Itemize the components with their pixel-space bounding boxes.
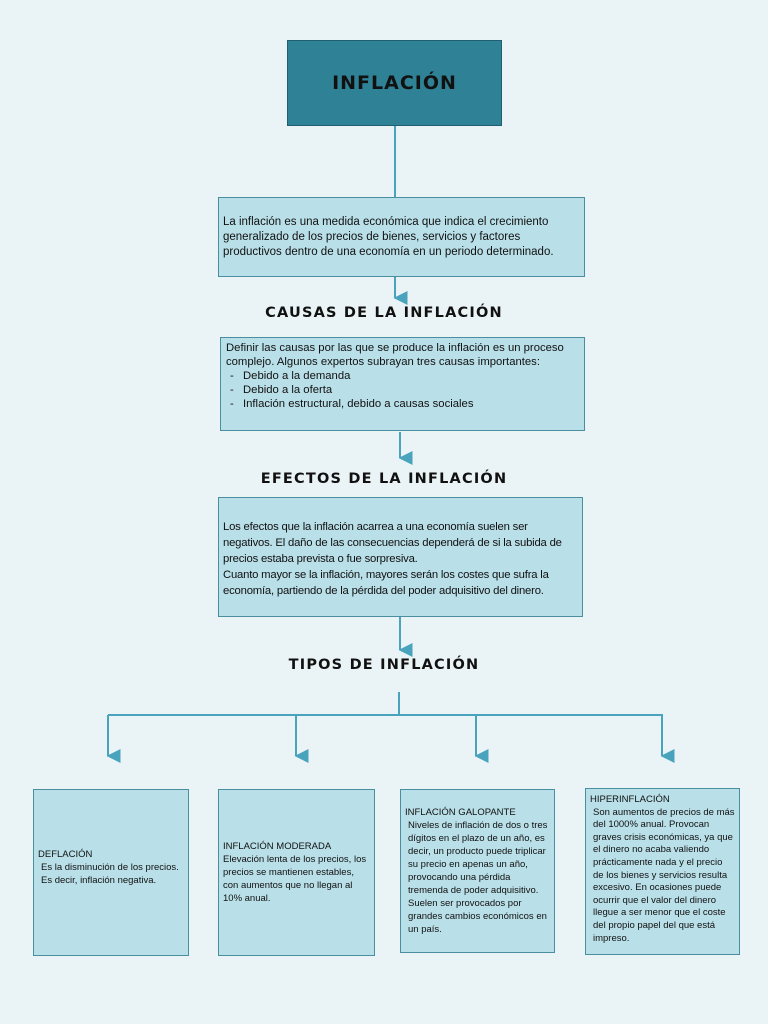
type-box-deflacion: DEFLACIÓN Es la disminución de los preci… — [33, 789, 189, 956]
type-box-galopante: INFLACIÓN GALOPANTE Niveles de inflación… — [400, 789, 555, 953]
main-title-box: INFLACIÓN — [287, 40, 502, 126]
type-description: Niveles de inflación de dos o tres dígit… — [408, 820, 548, 935]
type-title: DEFLACIÓN — [38, 849, 93, 860]
type-title: HIPERINFLACIÓN — [590, 794, 670, 805]
causes-intro: Definir las causas por las que se produc… — [226, 342, 564, 368]
types-heading: TIPOS DE INFLACIÓN — [288, 657, 480, 673]
type-description: Elevación lenta de los precios, los prec… — [223, 854, 367, 904]
effects-box: Los efectos que la inflación acarrea a u… — [218, 497, 583, 617]
type-description: Es la disminución de los precios. Es dec… — [41, 862, 179, 886]
causes-box: Definir las causas por las que se produc… — [220, 337, 585, 431]
type-title: INFLACIÓN MODERADA — [223, 841, 332, 852]
effects-heading: EFECTOS DE LA INFLACIÓN — [260, 471, 508, 487]
effects-paragraph-1: Los efectos que la inflación acarrea a u… — [223, 521, 562, 565]
type-description: Son aumentos de precios de más del 1000%… — [593, 806, 735, 944]
type-box-moderada: INFLACIÓN MODERADA Elevación lenta de lo… — [218, 789, 375, 956]
type-box-hiperinflacion: HIPERINFLACIÓN Son aumentos de precios d… — [585, 788, 740, 955]
definition-box: La inflación es una medida económica que… — [218, 197, 585, 277]
effects-paragraph-2: Cuanto mayor se la inflación, mayores se… — [223, 569, 549, 597]
causes-list: Debido a la demanda Debido a la oferta I… — [226, 369, 579, 411]
definition-text: La inflación es una medida económica que… — [223, 216, 554, 258]
cause-item: Debido a la demanda — [226, 369, 579, 383]
main-title: INFLACIÓN — [332, 72, 457, 94]
type-title: INFLACIÓN GALOPANTE — [405, 807, 516, 818]
cause-item: Debido a la oferta — [226, 383, 579, 397]
causes-heading: CAUSAS DE LA INFLACIÓN — [265, 305, 503, 321]
cause-item: Inflación estructural, debido a causas s… — [226, 397, 579, 411]
